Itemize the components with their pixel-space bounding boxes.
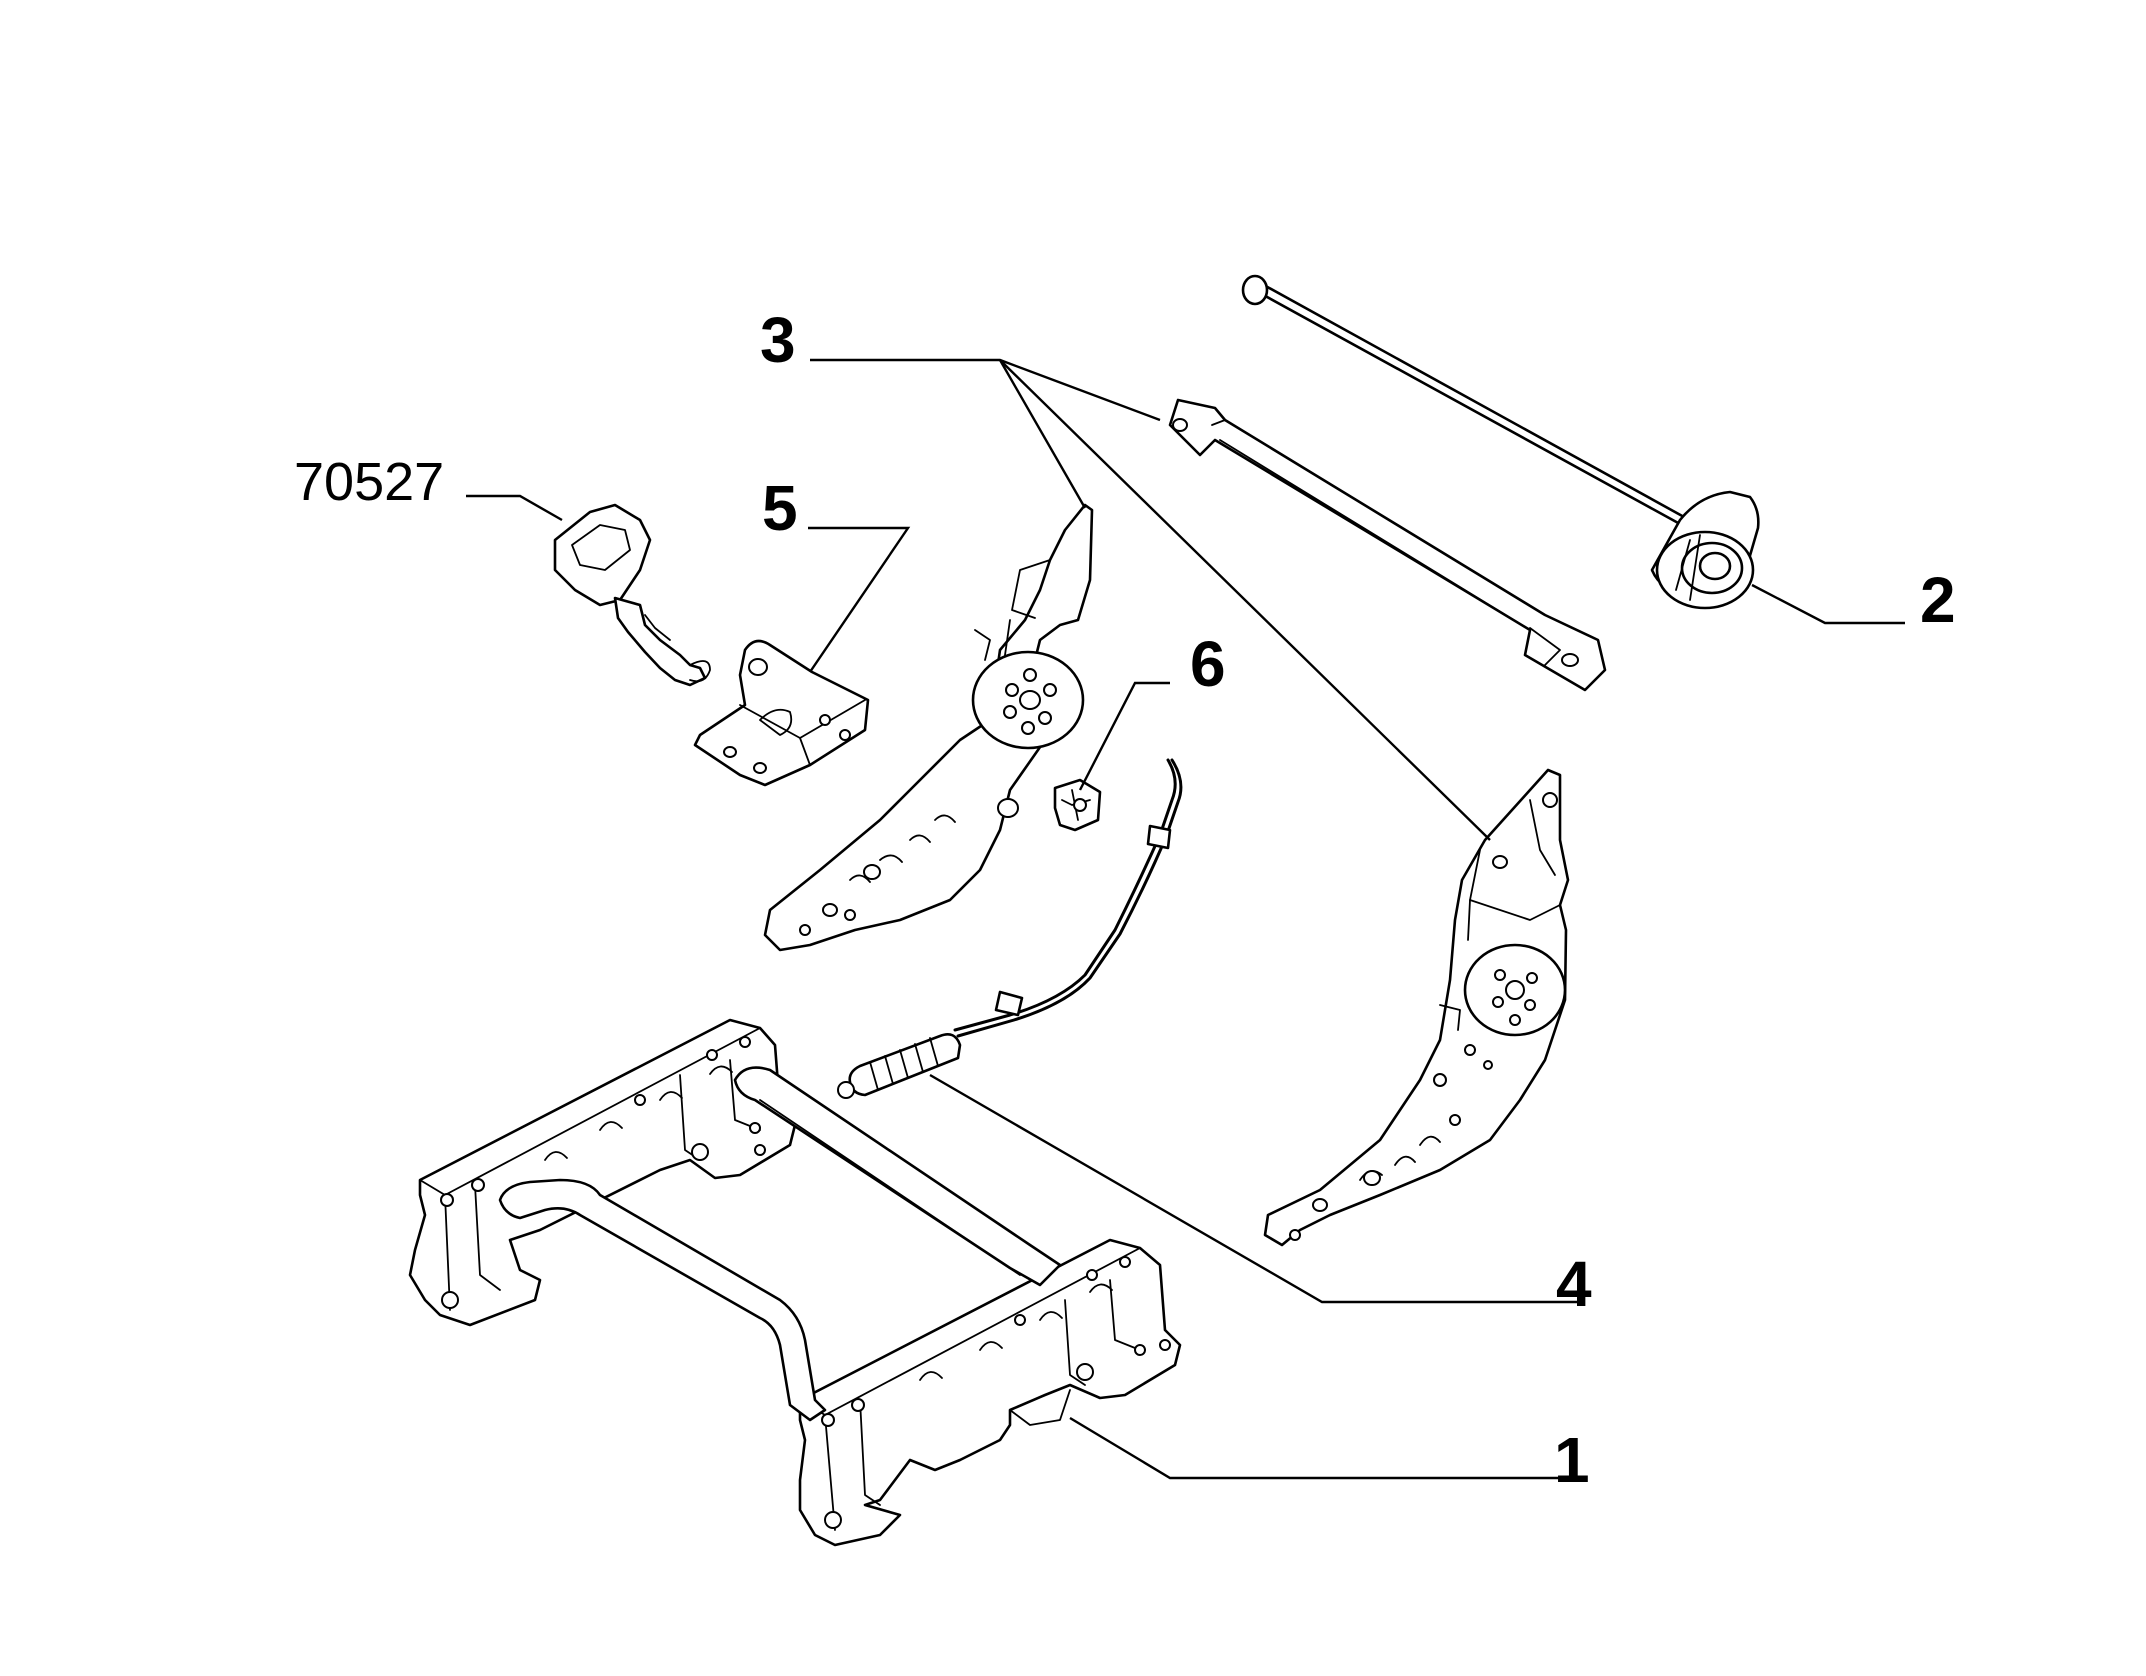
leader-4 [929, 1073, 1585, 1304]
callout-labels: 3 2 5 6 4 1 70527 [294, 304, 1956, 1496]
leader-3 [810, 358, 1161, 422]
callout-70527: 70527 [294, 452, 444, 512]
leader-70527 [466, 494, 563, 522]
leader-lines [466, 358, 1905, 1480]
leader-3-c [999, 359, 1491, 841]
callout-6: 6 [1190, 628, 1226, 700]
part-2-knob-rod [1241, 274, 1760, 610]
callout-3: 3 [760, 304, 796, 376]
part-5-bracket [693, 639, 870, 787]
part-70527-belt-buckle [553, 503, 711, 687]
leader-6 [1078, 681, 1170, 791]
leader-3-b [998, 359, 1087, 509]
leader-5 [808, 526, 911, 673]
leader-2 [1751, 583, 1905, 625]
callout-2: 2 [1920, 564, 1956, 636]
part-6-clip [1053, 778, 1102, 832]
part-3-recliner-left [763, 503, 1094, 952]
leader-1 [1069, 1416, 1578, 1480]
callout-5: 5 [762, 472, 798, 544]
part-4-release-cable [837, 758, 1183, 1099]
part-3-torsion-bar [1168, 398, 1607, 692]
part-3-recliner-right [1263, 768, 1570, 1247]
part-1-seat-base-frame [408, 1018, 1182, 1547]
callout-1: 1 [1554, 1424, 1590, 1496]
callout-4: 4 [1556, 1248, 1592, 1320]
